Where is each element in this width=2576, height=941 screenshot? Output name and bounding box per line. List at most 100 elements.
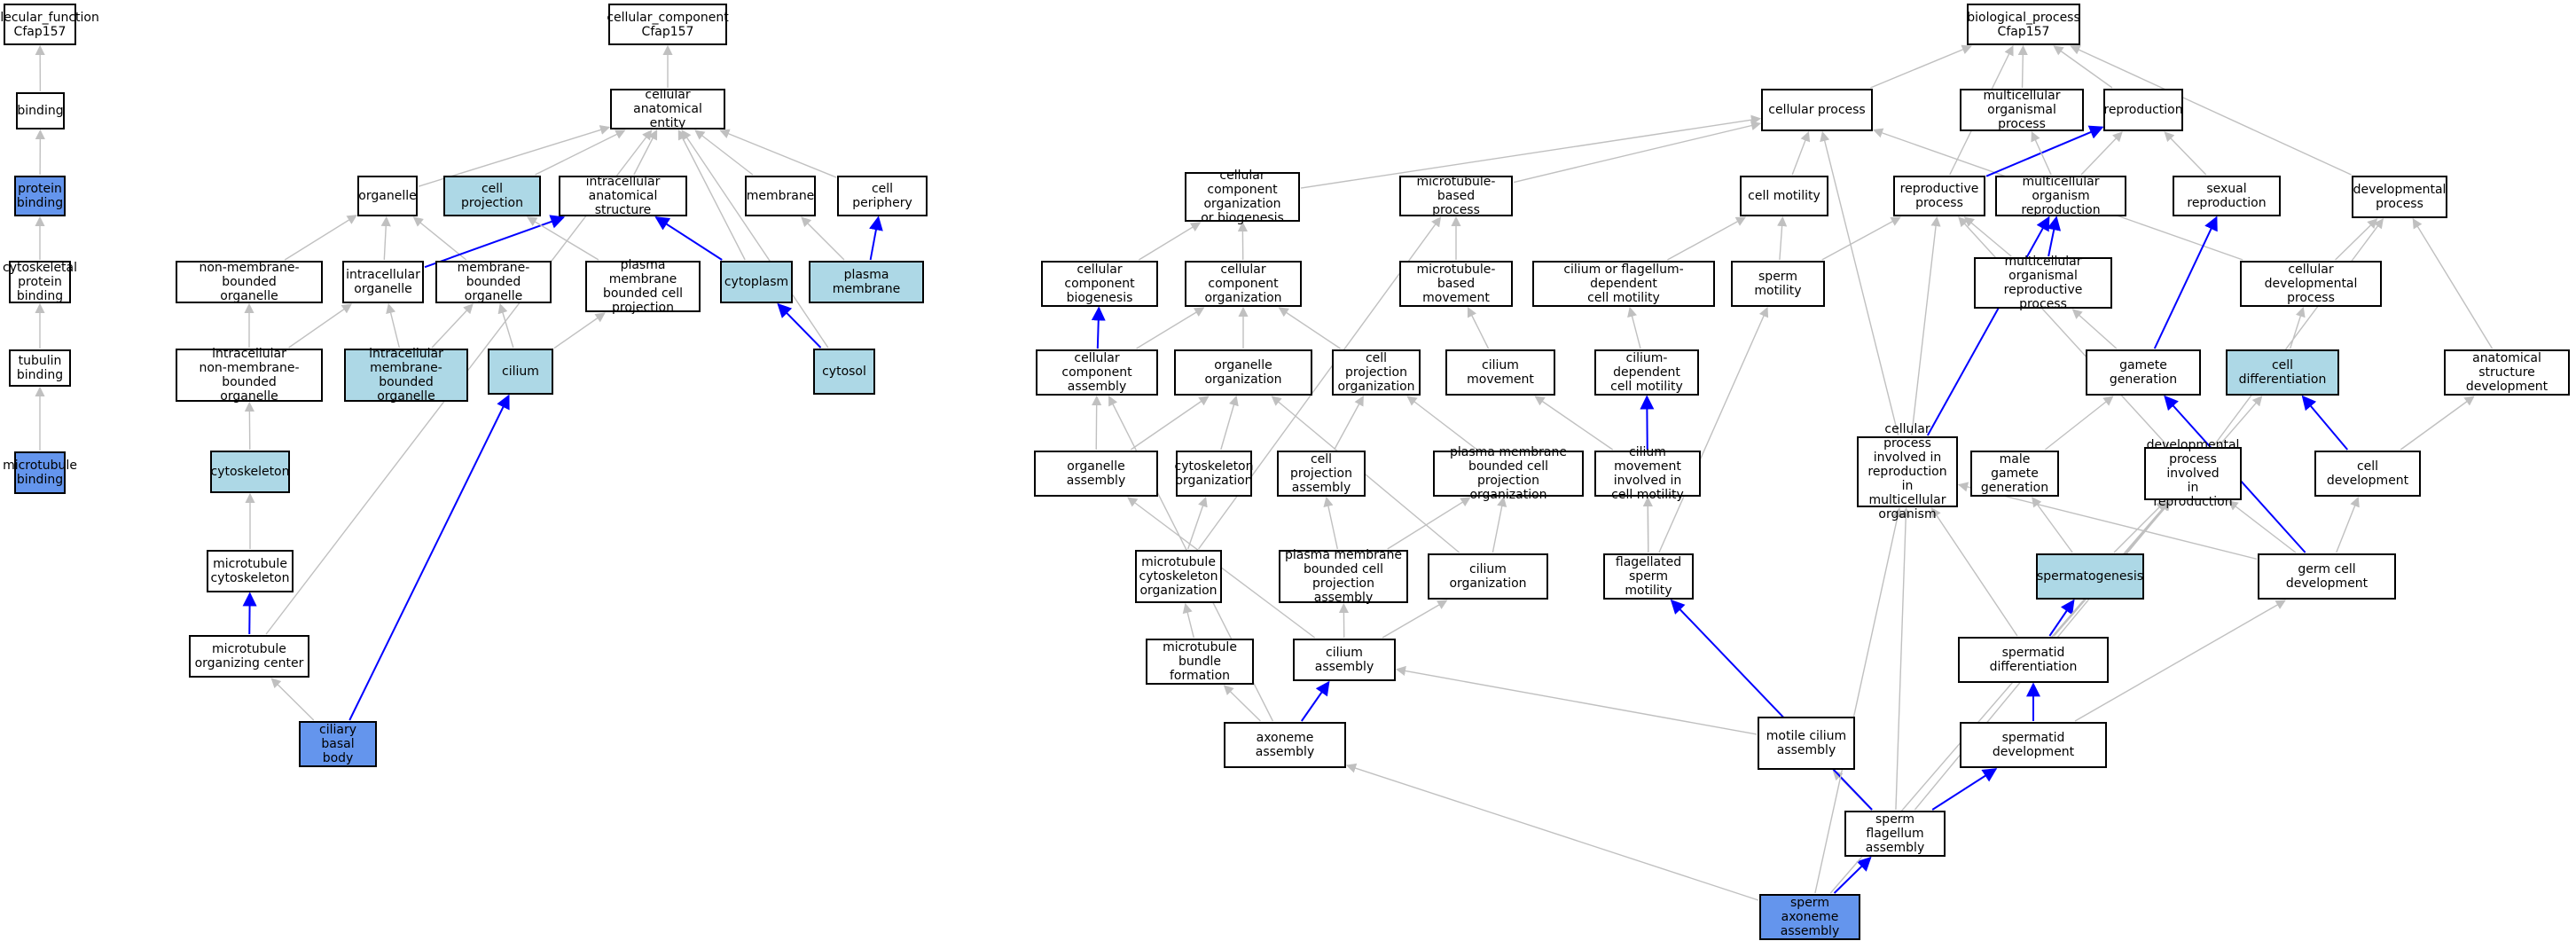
edge-motile-cilium-assembly-to-cilium-assembly bbox=[1395, 665, 1758, 735]
go-term-spermatid-differentiation[interactable]: spermatid differentiation bbox=[1958, 637, 2109, 683]
go-term-cell-periphery[interactable]: cell periphery bbox=[837, 176, 928, 216]
go-term-cilium-assembly[interactable]: cilium assembly bbox=[1293, 639, 1396, 681]
go-term-cytoplasm[interactable]: cytoplasm bbox=[720, 261, 793, 303]
go-term-cae[interactable]: cellular anatomical entity bbox=[610, 88, 725, 130]
edge-anatomical-structure-development-to-developmental-process bbox=[2412, 218, 2494, 349]
go-term-intracellular-mbo[interactable]: intracellular membrane-bounded organelle bbox=[344, 347, 468, 404]
go-term-cilium-movement[interactable]: cilium movement bbox=[1445, 349, 1555, 396]
go-term-plasma-membrane-bounded-cell-projection[interactable]: plasma membrane bounded cell projection bbox=[585, 258, 701, 315]
edge-flagellated-sperm-motility-to-sperm-motility bbox=[1658, 306, 1769, 553]
go-term-cell-motility[interactable]: cell motility bbox=[1740, 176, 1828, 216]
go-term-protein-binding[interactable]: protein binding bbox=[14, 176, 66, 216]
edge-multicellular-organismal-reproductive-process-to-reproductive-process bbox=[1963, 216, 2012, 257]
go-term-pmbcp-assembly[interactable]: plasma membrane bounded cell projection … bbox=[1279, 548, 1408, 605]
go-term-organelle[interactable]: organelle bbox=[357, 176, 418, 216]
go-term-germ-cell-development[interactable]: germ cell development bbox=[2258, 553, 2396, 600]
edge-cell-projection-organization-to-cco bbox=[1278, 307, 1341, 349]
go-term-ciliary-basal-body[interactable]: ciliary basal body bbox=[299, 721, 377, 767]
go-term-motile-cilium-assembly[interactable]: motile cilium assembly bbox=[1758, 717, 1855, 770]
edge-cytoplasm-to-intracellular-anatomical-structure bbox=[654, 216, 723, 261]
go-term-multicellular-organism-reproduction[interactable]: multicellular organism reproduction bbox=[1995, 175, 2126, 217]
edge-sperm-axoneme-assembly-to-cellular-process-in-reproduction bbox=[1814, 506, 1903, 894]
go-term-flagellated-sperm-motility[interactable]: flagellated sperm motility bbox=[1603, 553, 1694, 600]
go-term-cilium-or-flagellum-dependent-cell-motility[interactable]: cilium or flagellum-dependent cell motil… bbox=[1532, 261, 1715, 307]
edge-cell-projection-assembly-to-cell-projection-organization bbox=[1334, 396, 1364, 451]
go-term-intracellular-organelle[interactable]: intracellular organelle bbox=[342, 261, 424, 303]
go-term-microtubule-bundle-formation[interactable]: microtubule bundle formation bbox=[1146, 639, 1254, 685]
edge-cell-differentiation-to-cellular-developmental-process bbox=[2289, 306, 2306, 349]
go-term-microtubule-cytoskeleton[interactable]: microtubule cytoskeleton bbox=[207, 550, 294, 592]
go-term-cell-projection-organization[interactable]: cell projection organization bbox=[1332, 349, 1421, 396]
go-term-non-membrane-bounded-organelle[interactable]: non-membrane-bounded organelle bbox=[176, 261, 323, 303]
go-term-cytosol[interactable]: cytosol bbox=[813, 349, 875, 395]
go-term-cilium-movement-in-reproduction[interactable]: cilium movement involved in cell motilit… bbox=[1594, 445, 1701, 502]
go-term-cco-or-biogenesis[interactable]: cellular component organization or bioge… bbox=[1185, 169, 1300, 225]
go-term-cytoskeleton-organization[interactable]: cytoskeleton organization bbox=[1175, 451, 1254, 497]
edge-sperm-flagellum-assembly-to-flagellated-sperm-motility bbox=[1670, 599, 1873, 811]
go-term-membrane[interactable]: membrane bbox=[745, 176, 816, 216]
go-term-multicellular-organismal-process[interactable]: multicellular organismal process bbox=[1960, 89, 2084, 131]
edge-spermatid-differentiation-to-spermatogenesis bbox=[2048, 599, 2075, 637]
go-term-cell-projection[interactable]: cell projection bbox=[443, 176, 541, 216]
go-term-developmental-process-in-reproduction[interactable]: developmental process involved in reprod… bbox=[2144, 438, 2242, 509]
go-term-cilium-organization[interactable]: cilium organization bbox=[1428, 553, 1548, 600]
go-term-anatomical-structure-development[interactable]: anatomical structure development bbox=[2444, 349, 2570, 396]
edge-pmbcp-assembly-to-pmbcp-organization bbox=[1387, 497, 1471, 550]
go-term-bp[interactable]: biological_process Cfap157 bbox=[1967, 4, 2080, 45]
edge-cytoplasm-to-cae bbox=[677, 129, 746, 261]
go-term-cellular-process[interactable]: cellular process bbox=[1761, 89, 1873, 131]
go-term-tubulin-binding[interactable]: tubulin binding bbox=[9, 349, 71, 387]
go-term-spermatogenesis[interactable]: spermatogenesis bbox=[2036, 553, 2144, 600]
go-term-sexual-reproduction[interactable]: sexual reproduction bbox=[2173, 176, 2281, 216]
go-term-cell-differentiation[interactable]: cell differentiation bbox=[2226, 349, 2339, 396]
edge-multicellular-organism-reproduction-to-reproduction bbox=[2080, 131, 2123, 176]
go-term-cytoskeleton[interactable]: cytoskeleton bbox=[210, 451, 290, 493]
go-term-ccb[interactable]: cellular component biogenesis bbox=[1041, 261, 1158, 307]
edge-developmental-process-to-bp bbox=[2070, 45, 2352, 176]
go-term-sperm-motility[interactable]: sperm motility bbox=[1731, 261, 1825, 307]
go-term-binding[interactable]: binding bbox=[16, 92, 65, 129]
go-term-cilium[interactable]: cilium bbox=[488, 349, 553, 395]
edge-cytosol-to-cae bbox=[681, 129, 829, 349]
go-term-microtubule-based-process[interactable]: microtubule-based process bbox=[1399, 175, 1513, 217]
go-term-organelle-organization[interactable]: organelle organization bbox=[1174, 349, 1312, 396]
go-term-intracellular-nmbo[interactable]: intracellular non-membrane-bounded organ… bbox=[176, 347, 323, 404]
go-term-reproduction[interactable]: reproduction bbox=[2103, 89, 2183, 131]
edge-intracellular-anatomical-structure-to-cae bbox=[633, 129, 658, 176]
go-term-cell-projection-assembly[interactable]: cell projection assembly bbox=[1277, 451, 1366, 497]
edge-axoneme-assembly-to-microtubule-bundle-formation bbox=[1223, 685, 1261, 722]
go-term-microtubule-based-movement[interactable]: microtubule-based movement bbox=[1399, 261, 1513, 307]
go-term-axoneme-assembly[interactable]: axoneme assembly bbox=[1224, 722, 1346, 768]
go-term-organelle-assembly[interactable]: organelle assembly bbox=[1034, 451, 1158, 497]
go-term-plasma-membrane[interactable]: plasma membrane bbox=[809, 261, 924, 303]
go-term-cco[interactable]: cellular component organization bbox=[1185, 261, 1302, 307]
go-term-male-gamete-generation[interactable]: male gamete generation bbox=[1970, 451, 2059, 497]
go-term-reproductive-process[interactable]: reproductive process bbox=[1893, 176, 1985, 216]
go-term-developmental-process[interactable]: developmental process bbox=[2352, 176, 2447, 218]
go-term-mf[interactable]: molecular_function Cfap157 bbox=[0, 4, 99, 45]
edge-cilium-movement-in-reproduction-to-cilium-movement bbox=[1534, 396, 1614, 451]
go-term-cell-development[interactable]: cell development bbox=[2314, 451, 2421, 497]
go-term-microtubule-cytoskeleton-organization[interactable]: microtubule cytoskeleton organization bbox=[1135, 550, 1222, 603]
go-term-pmbcp-organization[interactable]: plasma membrane bounded cell projection … bbox=[1433, 445, 1584, 502]
edge-cell-projection-to-cae bbox=[535, 129, 626, 176]
go-term-multicellular-organismal-reproductive-process[interactable]: multicellular organismal reproductive pr… bbox=[1974, 255, 2112, 311]
go-term-sperm-flagellum-assembly[interactable]: sperm flagellum assembly bbox=[1844, 811, 1946, 857]
edge-cellular-process-in-reproduction-to-reproductive-process bbox=[1911, 216, 1941, 436]
go-term-gamete-generation[interactable]: gamete generation bbox=[2086, 349, 2201, 396]
go-term-intracellular-anatomical-structure[interactable]: intracellular anatomical structure bbox=[559, 175, 687, 217]
go-term-cellular-process-in-reproduction[interactable]: cellular process involved in reproductio… bbox=[1857, 422, 1958, 521]
go-term-cca[interactable]: cellular component assembly bbox=[1036, 349, 1158, 396]
go-term-microtubule-binding[interactable]: microtubule binding bbox=[3, 451, 77, 494]
go-term-sperm-axoneme-assembly[interactable]: sperm axoneme assembly bbox=[1759, 894, 1860, 940]
go-term-cilium-dependent-cell-motility[interactable]: cilium-dependent cell motility bbox=[1594, 349, 1699, 396]
edge-cca-to-ccb bbox=[1091, 306, 1106, 349]
go-term-cellular-developmental-process[interactable]: cellular developmental process bbox=[2240, 261, 2382, 307]
edge-cell-periphery-to-cae bbox=[719, 129, 837, 178]
go-term-cytoskeletal-protein-binding[interactable]: cytoskeletal protein binding bbox=[3, 261, 78, 303]
go-term-cc[interactable]: cellular_component Cfap157 bbox=[607, 4, 729, 45]
edge-ccb-to-cco-or-biogenesis bbox=[1138, 222, 1202, 261]
go-term-mtoc[interactable]: microtubule organizing center bbox=[189, 635, 309, 678]
go-term-membrane-bounded-organelle[interactable]: membrane-bounded organelle bbox=[435, 261, 552, 303]
go-term-spermatid-development[interactable]: spermatid development bbox=[1960, 722, 2107, 768]
